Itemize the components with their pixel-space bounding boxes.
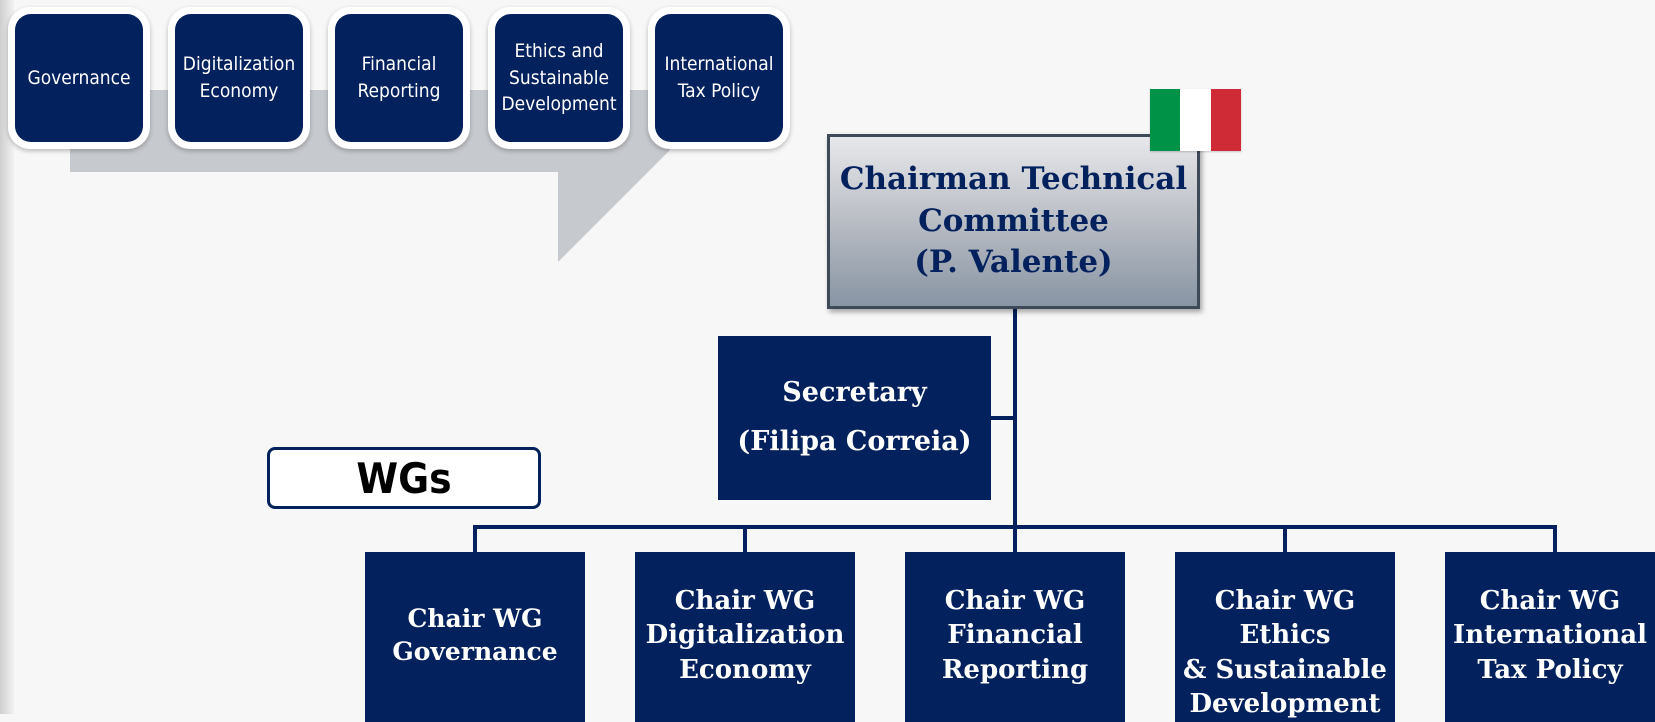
- wg-label-line: & Sustainable: [1183, 654, 1387, 685]
- wg-chair-ethics-sustainable-development[interactable]: Chair WG Ethics & Sustainable Developmen…: [1175, 552, 1395, 722]
- tile-digitalization-economy[interactable]: Digitalization Economy: [168, 7, 310, 149]
- flag-red-stripe: [1210, 89, 1241, 151]
- wg-label-line: Tax Policy: [1477, 654, 1623, 685]
- wg-label-line: International: [1453, 620, 1647, 651]
- tile-governance[interactable]: Governance: [8, 7, 150, 149]
- wg-label-line: Chair WG: [407, 604, 543, 633]
- wg-chair-international-tax-policy[interactable]: Chair WG International Tax Policy: [1445, 552, 1655, 722]
- chairman-title-line: Committee: [918, 202, 1109, 239]
- flag-white-stripe: [1180, 89, 1211, 151]
- flag-green-stripe: [1150, 89, 1181, 151]
- wg-label-line: Chair WG: [674, 586, 816, 616]
- tile-international-tax-policy[interactable]: International Tax Policy: [648, 7, 790, 149]
- wg-label-line: Chair WG: [944, 586, 1086, 616]
- page-left-edge: [0, 0, 14, 714]
- wg-label-line: Chair WG Ethics: [1214, 586, 1356, 651]
- chairman-name-line: (P. Valente): [914, 244, 1113, 281]
- wg-chair-digitalization-economy[interactable]: Chair WG Digitalization Economy: [635, 552, 855, 722]
- wg-label-line: Digitalization: [645, 620, 845, 651]
- italy-flag-icon: [1150, 89, 1241, 151]
- wg-label-line: Development: [1189, 688, 1381, 719]
- chairman-title-line: Chairman Technical: [839, 160, 1188, 197]
- wgs-label: WGs: [356, 453, 452, 503]
- wg-label-line: Economy: [679, 654, 811, 685]
- secretary-box[interactable]: Secretary (Filipa Correia): [718, 336, 991, 500]
- chairman-box[interactable]: Chairman Technical Committee (P. Valente…: [827, 134, 1200, 309]
- tile-label-line: Reporting: [357, 80, 441, 102]
- wg-chair-financial-reporting[interactable]: Chair WG Financial Reporting: [905, 552, 1125, 722]
- tile-ethics-sustainable-development[interactable]: Ethics and Sustainable Development: [488, 7, 630, 149]
- tile-label-line: Financial: [361, 53, 437, 76]
- wg-chair-governance[interactable]: Chair WG Governance: [365, 552, 585, 722]
- tile-label-line: Governance: [27, 66, 131, 89]
- tile-label-line: Sustainable: [509, 66, 609, 89]
- tile-label-line: Ethics and: [514, 40, 604, 63]
- wg-label-line: Reporting: [941, 654, 1089, 685]
- tile-label-line: International: [664, 53, 774, 76]
- tile-financial-reporting[interactable]: Financial Reporting: [328, 7, 470, 149]
- tile-label-line: Digitalization: [182, 53, 296, 76]
- secretary-title: Secretary: [782, 377, 927, 409]
- wg-label-line: Financial: [947, 620, 1083, 651]
- tile-label-line: Economy: [199, 80, 279, 102]
- tile-label-line: Tax Policy: [677, 80, 761, 102]
- wgs-label-box: WGs: [267, 447, 541, 509]
- tile-label-line: Development: [501, 93, 617, 116]
- wg-label-line: Governance: [392, 637, 558, 666]
- secretary-name: (Filipa Correia): [737, 426, 972, 457]
- wg-label-line: Chair WG: [1479, 586, 1621, 616]
